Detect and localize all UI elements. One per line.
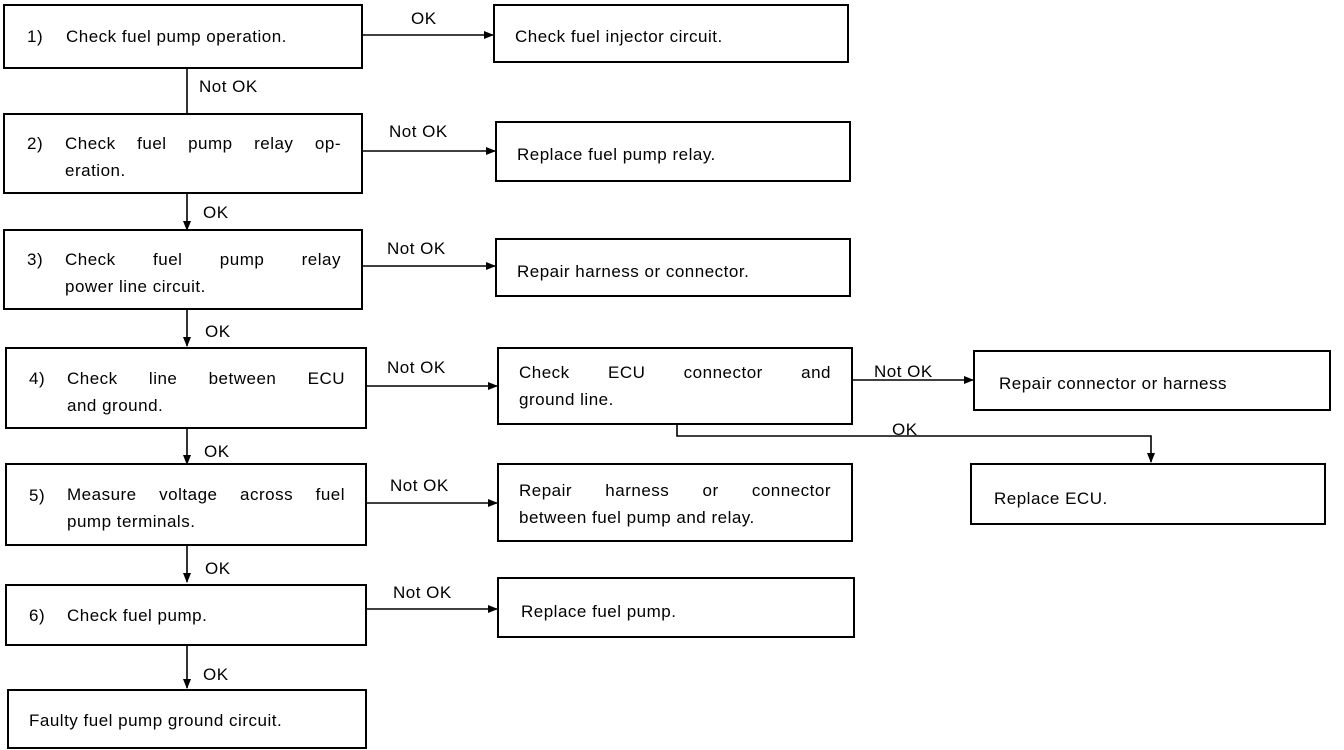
step-number: 2) [27,134,44,153]
step-4-box: 4) Check line between ECU and ground. [5,347,367,429]
label-not-ok: Not OK [874,362,933,381]
outcome-text: Repair connector or harness [999,374,1228,393]
outcome-text-line: between fuel pump and relay. [519,508,755,527]
step-text: Check fuel pump operation. [66,27,287,46]
label-ok: OK [205,559,231,578]
arrow-ecu-ok [676,424,1155,463]
label-not-ok: Not OK [390,476,449,495]
label-ok: OK [892,420,918,439]
outcome-1-box: Check fuel injector circuit. [493,4,849,63]
fault-box: Faulty fuel pump ground circuit. [7,689,367,749]
step-text-line: Check fuel pump relay op- [65,134,341,153]
ecu-not-ok-box: Repair connector or harness [973,350,1331,411]
step-number: 1) [27,27,44,46]
outcome-4-box: Check ECU connector and ground line. [497,347,853,425]
label-ok: OK [203,665,229,684]
fault-text: Faulty fuel pump ground circuit. [29,711,283,730]
outcome-text: Replace fuel pump. [521,602,677,621]
step-text-line: Measure voltage across fuel [67,485,345,504]
outcome-5-box: Repair harness or connector between fuel… [497,463,853,542]
step-3-box: 3) Check fuel pump relay power line circ… [3,229,363,310]
outcome-6-box: Replace fuel pump. [497,577,855,638]
label-not-ok: Not OK [389,122,448,141]
label-ok: OK [205,322,231,341]
step-number: 6) [29,606,46,625]
outcome-text: Replace ECU. [994,489,1108,508]
label-not-ok: Not OK [387,239,446,258]
outcome-text: Check fuel injector circuit. [515,27,723,46]
step-text-line: power line circuit. [65,277,206,296]
ecu-ok-box: Replace ECU. [970,463,1326,525]
step-text-line: pump terminals. [67,512,196,531]
outcome-text-line: Repair harness or connector [519,481,831,500]
step-text-line: and ground. [67,396,164,415]
step-text-line: Check fuel pump relay [65,250,341,269]
outcome-text: Repair harness or connector. [517,262,750,281]
step-text-line: Check line between ECU [67,369,345,388]
outcome-text-line: ground line. [519,390,614,409]
step-2-box: 2) Check fuel pump relay op- eration. [3,113,363,194]
label-not-ok: Not OK [199,77,258,96]
label-ok: OK [411,9,437,28]
step-number: 5) [29,486,46,505]
step-text: Check fuel pump. [67,606,208,625]
step-5-box: 5) Measure voltage across fuel pump term… [5,463,367,546]
outcome-2-box: Replace fuel pump relay. [495,121,851,182]
label-not-ok: Not OK [387,358,446,377]
label-ok: OK [203,203,229,222]
step-text-line: eration. [65,161,126,180]
outcome-3-box: Repair harness or connector. [495,238,851,297]
label-not-ok: Not OK [393,583,452,602]
label-ok: OK [204,442,230,461]
step-1-box: 1) Check fuel pump operation. [3,4,363,69]
step-6-box: 6) Check fuel pump. [5,584,367,646]
outcome-text: Replace fuel pump relay. [517,145,716,164]
step-number: 4) [29,369,46,388]
step-number: 3) [27,250,44,269]
outcome-text-line: Check ECU connector and [519,363,831,382]
